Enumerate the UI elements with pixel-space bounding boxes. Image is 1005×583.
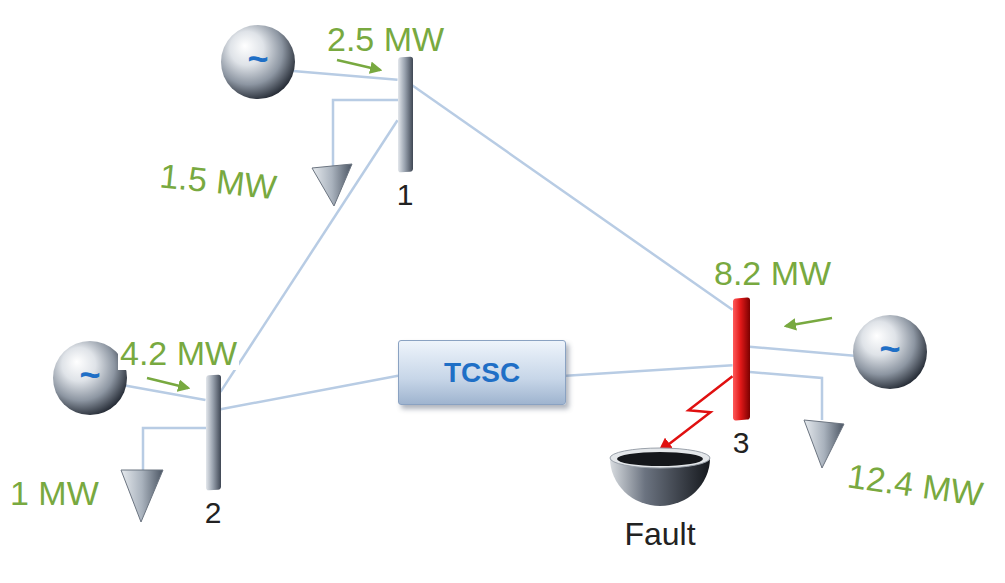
sphere [53, 341, 127, 415]
generator-sign: ~ [879, 331, 900, 367]
device-name: TCSC [444, 359, 520, 387]
power-value: 1.5 MW [156, 158, 280, 204]
fault-label: Fault [624, 518, 695, 550]
flow-arrow [147, 60, 832, 388]
fault-ground: Fault [600, 446, 720, 550]
bus-bar: 1 [383, 57, 427, 210]
bus-bar: 2 [191, 375, 235, 528]
bus-bar-body [398, 56, 413, 172]
generator-symbol: ~ [220, 24, 296, 100]
transmission-line [566, 365, 733, 376]
power-value: 4.2 MW [118, 336, 239, 370]
sphere [853, 315, 927, 389]
bowl-hole [617, 452, 703, 466]
fault-bowl [608, 446, 712, 508]
transmission-line [125, 386, 206, 400]
bus-number: 1 [397, 180, 414, 210]
bus-bar-body [206, 374, 221, 490]
power-value: 8.2 MW [712, 256, 833, 290]
power-value: 1 MW [8, 476, 101, 510]
power-value: 12.4 MW [844, 458, 987, 511]
bus-bar: 3 [719, 298, 763, 458]
bus-bar-body [733, 297, 750, 420]
power-value: 2.5 MW [325, 22, 446, 56]
tcsc-box: TCSC [398, 340, 566, 405]
transmission-line [293, 71, 398, 80]
generator-sign: ~ [79, 357, 100, 393]
generator-symbol: ~ [52, 340, 128, 416]
transmission-line [750, 347, 855, 356]
generator-sign: ~ [247, 41, 268, 77]
transmission-line [221, 120, 398, 392]
transmission-line [221, 376, 399, 410]
transmission-line [413, 85, 733, 309]
bus-number: 2 [205, 498, 222, 528]
sphere [221, 25, 295, 99]
fault-strike [660, 376, 733, 451]
generator-symbol: ~ [852, 314, 928, 390]
bowl-rim [610, 448, 710, 468]
bus-number: 3 [733, 428, 750, 458]
